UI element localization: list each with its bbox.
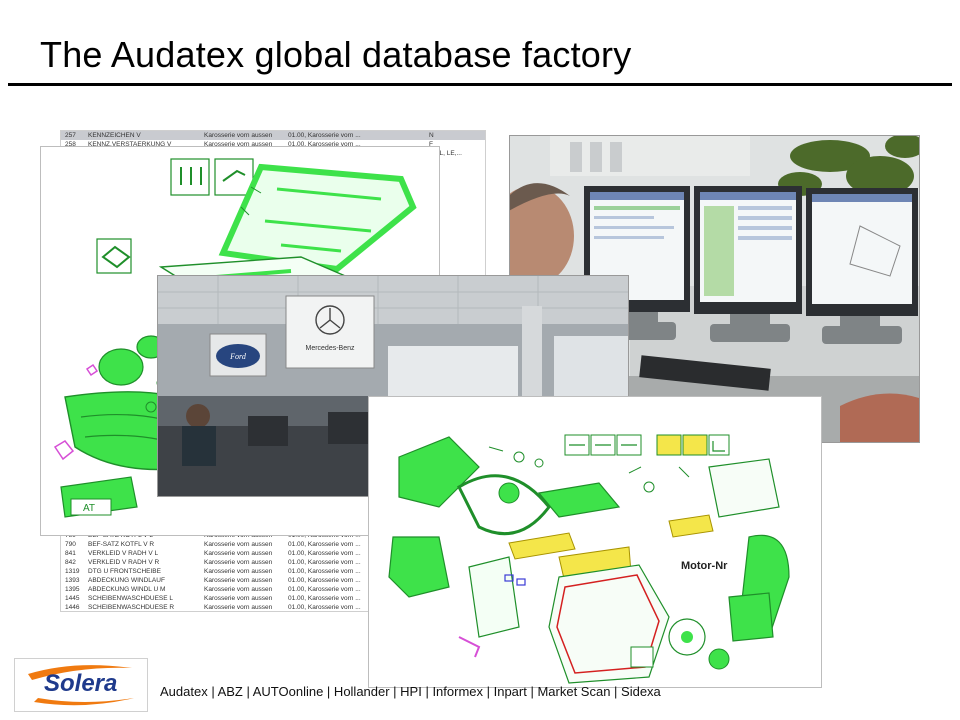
table-row-note: l, I, L, LE,...: [429, 150, 462, 157]
svg-text:AT: AT: [83, 503, 95, 514]
engine-diagram: Motor-Nr: [388, 434, 790, 684]
parts-icon-4: [656, 434, 682, 456]
sticker-icon: [96, 238, 132, 274]
solera-logo-mark: [14, 658, 148, 712]
slide-title: The Audatex global database factory: [40, 34, 632, 75]
parts-icon-5: [682, 434, 708, 456]
title-underline: [8, 83, 952, 86]
parts-icon-6: [708, 434, 730, 456]
svg-text:Ford: Ford: [229, 352, 247, 361]
solera-logo: Solera: [14, 658, 148, 712]
screws-icon: [170, 158, 210, 196]
table-row: 257 KENNZEICHEN V Karosserie vorn aussen…: [61, 131, 485, 140]
svg-text:Mercedes-Benz: Mercedes-Benz: [305, 345, 355, 352]
logo-text: Solera: [44, 670, 118, 697]
footer-brand-list: Audatex | ABZ | AUTOonline | Hollander |…: [160, 684, 661, 699]
table-row: 258 KENNZ.VERSTAERKUNG V Karosserie vorn…: [65, 141, 433, 148]
clip-icon: [214, 158, 254, 196]
engine-parts-drawing: Motor-Nr: [368, 396, 822, 688]
license-plate: [70, 498, 112, 516]
svg-text:Motor-Nr: Motor-Nr: [681, 560, 728, 572]
